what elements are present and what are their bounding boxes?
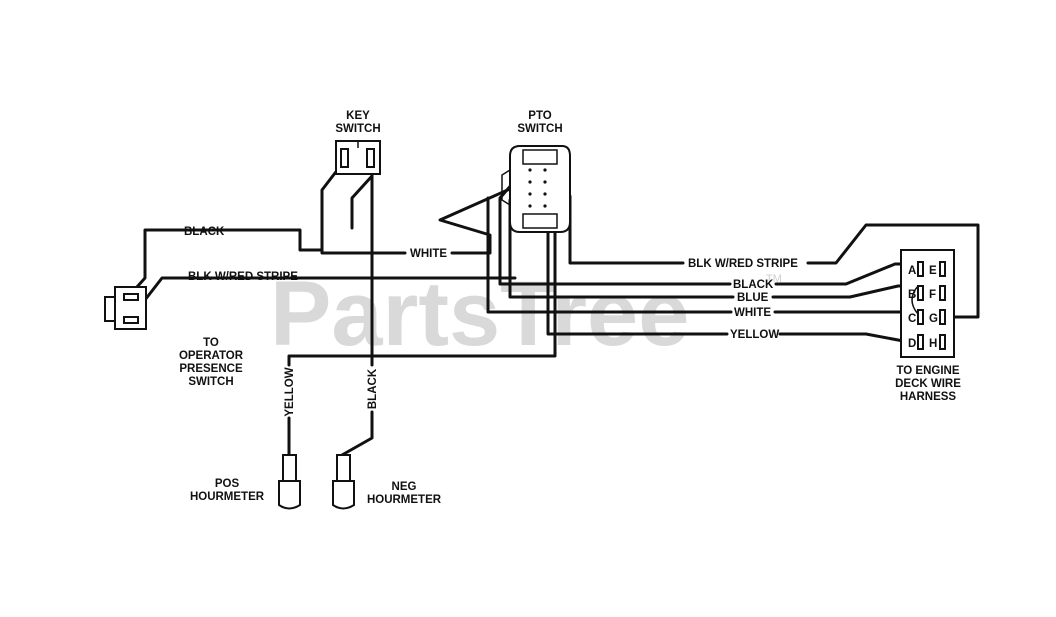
engine-connector-pin-g: G xyxy=(929,309,946,325)
neg-terminal-sleeve xyxy=(336,454,351,482)
label-blk-red-left: BLK W/RED STRIPE xyxy=(188,271,298,283)
label-white-right: WHITE xyxy=(734,307,771,319)
pin-label-e: E xyxy=(929,265,937,277)
pin-label-g: G xyxy=(929,313,938,325)
key-switch-label-line2: SWITCH xyxy=(335,123,380,135)
pto-switch-top-tab xyxy=(522,149,558,165)
engine-connector-pin-c: C xyxy=(908,309,924,325)
key-switch-label-line1: KEY xyxy=(346,110,370,122)
key-switch xyxy=(335,140,381,175)
key-switch-terminal-2 xyxy=(366,148,375,168)
wire-black-vertical-lower xyxy=(340,410,374,457)
engine-deck-line3: HARNESS xyxy=(900,391,957,403)
pos-hourmeter-terminal xyxy=(278,454,301,510)
wire-yellow-vertical xyxy=(287,218,557,367)
engine-deck-label: TO ENGINE DECK WIRE HARNESS xyxy=(895,365,961,403)
label-black-left: BLACK xyxy=(184,226,225,238)
operator-presence-label: TO OPERATOR PRESENCE SWITCH xyxy=(179,337,244,388)
wire-blk-red-right-run xyxy=(806,223,980,319)
pos-terminal-sleeve xyxy=(282,454,297,482)
wire-white-key-run2 xyxy=(438,186,514,255)
pto-switch-side-clip xyxy=(501,169,511,206)
operator-presence-line2: OPERATOR xyxy=(179,350,244,362)
wire-black-left xyxy=(126,158,347,299)
key-switch-label: KEY SWITCH xyxy=(335,110,380,135)
pto-switch xyxy=(501,145,571,233)
watermark-text: PartsTree xyxy=(270,263,689,365)
label-black-vertical: BLACK xyxy=(367,368,379,409)
wire-blue-run xyxy=(771,284,916,299)
pos-hourmeter-line2: HOURMETER xyxy=(190,491,265,503)
engine-connector-pin-h: H xyxy=(929,334,946,350)
label-white-key: WHITE xyxy=(410,248,447,260)
engine-deck-connector: A B C D E F G H xyxy=(900,249,955,358)
pin-label-c: C xyxy=(908,313,916,325)
pto-switch-bottom-tab xyxy=(522,213,558,229)
pto-switch-pins xyxy=(528,168,547,208)
label-black-right: BLACK xyxy=(733,279,774,291)
neg-hourmeter-line2: HOURMETER xyxy=(367,494,442,506)
operator-presence-connector xyxy=(104,286,147,330)
engine-connector-pin-d: D xyxy=(908,334,924,350)
pto-switch-label-line2: SWITCH xyxy=(517,123,562,135)
key-switch-terminal-1 xyxy=(340,148,349,168)
neg-terminal-tip xyxy=(332,480,355,510)
label-blue: BLUE xyxy=(737,292,769,304)
engine-deck-line2: DECK WIRE xyxy=(895,378,961,390)
pos-terminal-tip xyxy=(278,480,301,510)
operator-presence-line1: TO xyxy=(203,337,219,349)
pos-hourmeter-line1: POS xyxy=(215,478,240,490)
pto-switch-label-line1: PTO xyxy=(528,110,551,122)
wire-yellow-right-run xyxy=(778,332,916,345)
neg-hourmeter-terminal xyxy=(332,454,355,510)
pto-switch-label: PTO SWITCH xyxy=(517,110,562,135)
label-blk-red-right: BLK W/RED STRIPE xyxy=(688,258,798,270)
neg-hourmeter-line1: NEG xyxy=(392,481,417,493)
pin-label-d: D xyxy=(908,338,916,350)
operator-connector-terminal-1 xyxy=(123,293,139,301)
engine-connector-pin-e: E xyxy=(929,261,946,277)
label-yellow-right: YELLOW xyxy=(730,329,779,341)
wire-white-key-run xyxy=(320,248,407,255)
engine-connector-pin-f: F xyxy=(929,285,946,301)
operator-connector-terminal-2 xyxy=(123,316,139,324)
engine-connector-pin-a: A xyxy=(908,261,924,277)
pos-hourmeter-label: POS HOURMETER xyxy=(190,478,265,503)
label-yellow-vertical: YELLOW xyxy=(284,367,296,416)
watermark: PartsTree TM xyxy=(270,263,782,365)
operator-presence-line3: PRESENCE xyxy=(179,363,243,375)
watermark-tm: TM xyxy=(766,273,782,285)
operator-connector-latch xyxy=(104,296,116,322)
neg-hourmeter-label: NEG HOURMETER xyxy=(367,481,442,506)
engine-connector-jumper xyxy=(911,285,919,315)
wire-white-right xyxy=(486,196,733,314)
wire-yellow-right xyxy=(546,218,729,336)
pin-label-f: F xyxy=(929,289,936,301)
engine-deck-line1: TO ENGINE xyxy=(896,365,959,377)
operator-presence-line4: SWITCH xyxy=(188,376,233,388)
pin-label-h: H xyxy=(929,338,937,350)
pin-label-a: A xyxy=(908,265,916,277)
pto-switch-body xyxy=(509,145,571,233)
